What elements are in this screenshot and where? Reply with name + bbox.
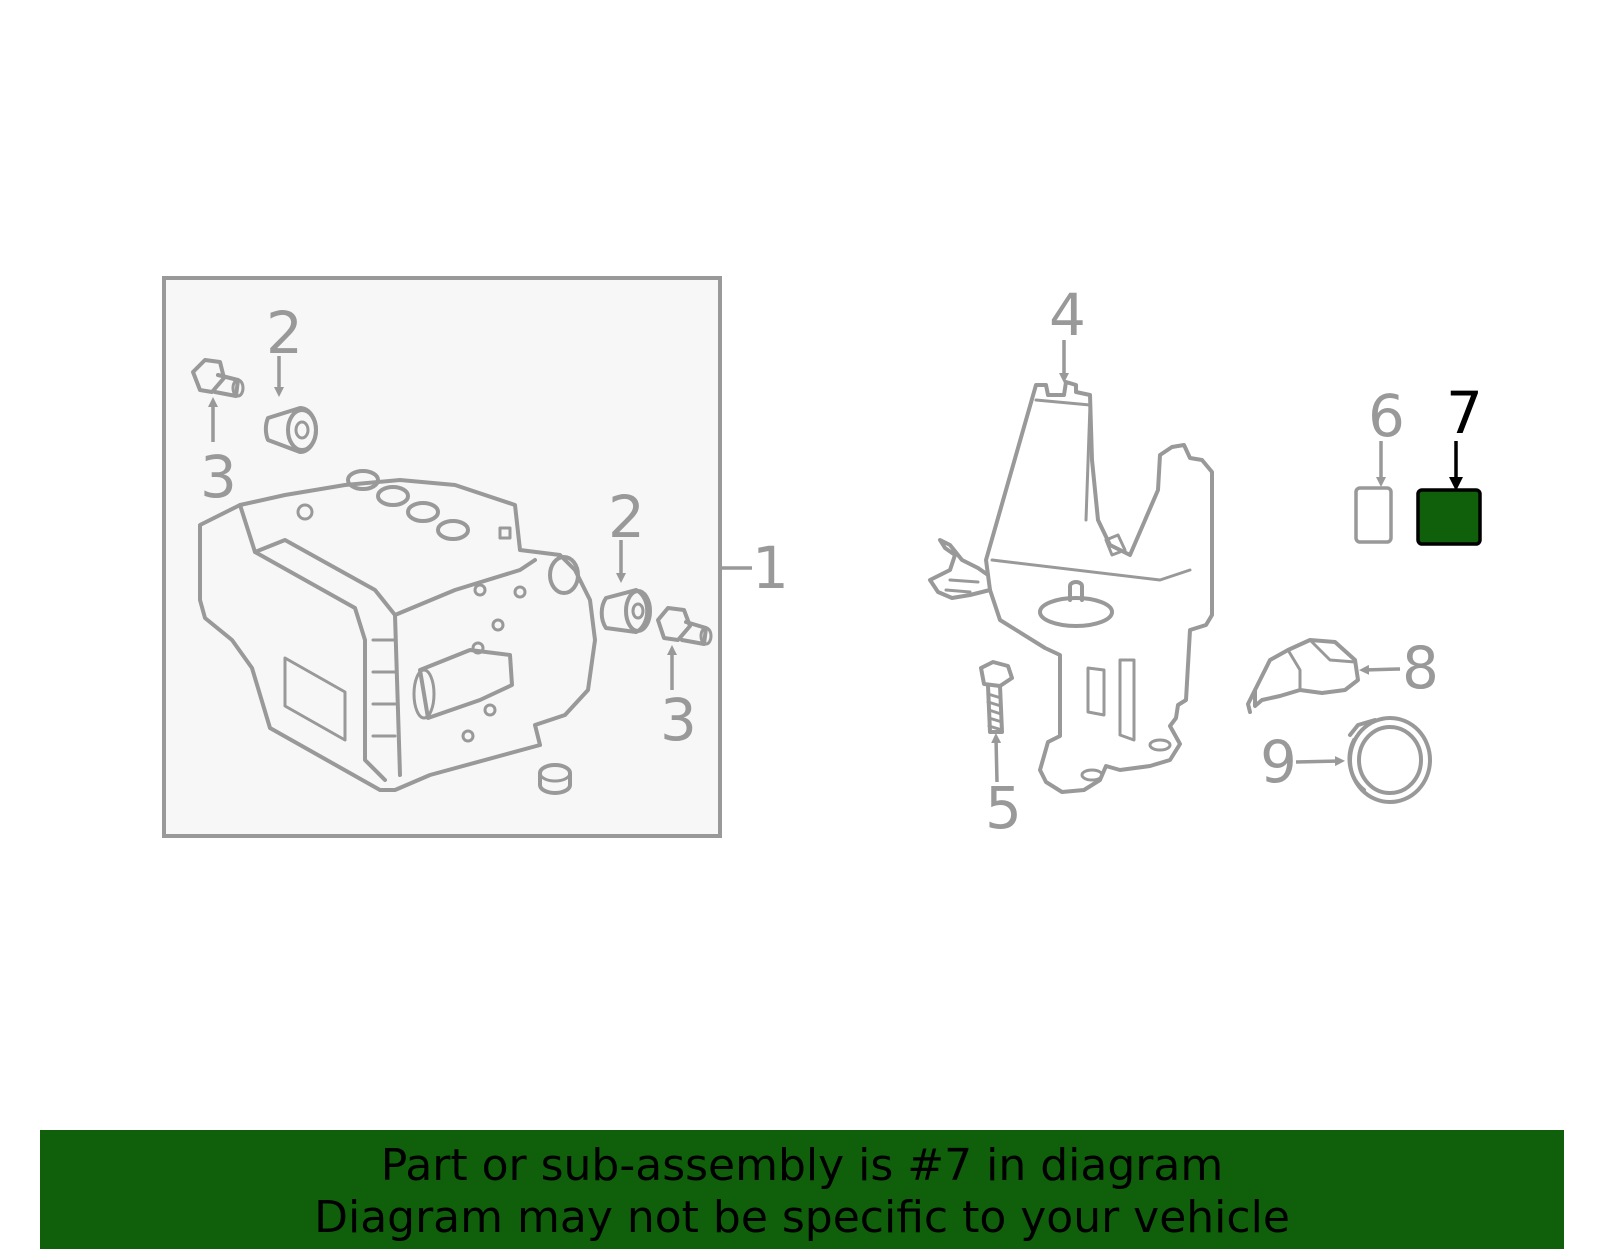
callout-2-right: 2: [608, 483, 645, 551]
callout-8: 8: [1402, 634, 1439, 702]
bolt-upper-drawing: [191, 358, 245, 398]
callout-5: 5: [985, 774, 1022, 842]
grommet-drawing: [1347, 716, 1432, 804]
banner-line-2: Diagram may not be specific to your vehi…: [314, 1192, 1290, 1243]
abs-actuator-drawing: [198, 469, 597, 795]
callout-3-upper: 3: [200, 443, 237, 511]
label-part-6: [1354, 486, 1393, 544]
bushing-right-drawing: [599, 588, 652, 634]
bracket-bolt-drawing: [979, 660, 1014, 734]
callout-9: 9: [1260, 728, 1297, 796]
bracket-drawing: [928, 380, 1214, 794]
banner-line-1: Part or sub-assembly is #7 in diagram: [380, 1140, 1224, 1191]
label-part-7-highlighted[interactable]: [1416, 488, 1482, 546]
callout-4: 4: [1049, 281, 1086, 349]
callout-6: 6: [1368, 382, 1405, 450]
diagram-notice-banner: Part or sub-assembly is #7 in diagram Di…: [40, 1130, 1564, 1249]
sensor-drawing: [1246, 638, 1360, 714]
bolt-right-drawing: [656, 606, 713, 646]
callout-3-right: 3: [660, 686, 697, 754]
callout-2-upper: 2: [266, 299, 303, 367]
bushing-upper-drawing: [263, 406, 318, 454]
assembly-box: [162, 276, 722, 838]
callout-7: 7: [1446, 379, 1483, 447]
callout-1: 1: [752, 534, 789, 602]
